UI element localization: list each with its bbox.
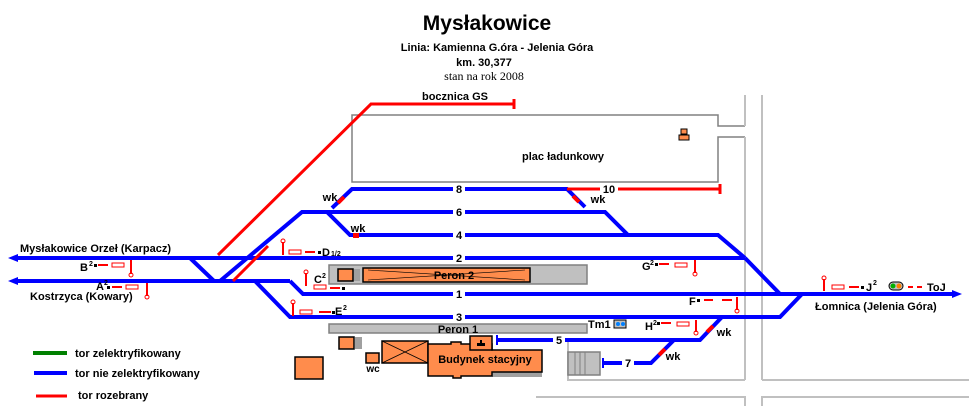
- station-buildings: wc Budynek stacyjny: [294, 335, 601, 380]
- signal-F: F: [689, 296, 740, 314]
- siding-gs-track: [216, 102, 514, 257]
- line-name: Linia: Kamienna G.óra - Jelenia Góra: [401, 42, 594, 54]
- platform-2: Peron 2: [328, 264, 588, 285]
- svg-text:D: D: [322, 247, 330, 259]
- wk-marker: [705, 324, 715, 334]
- svg-text:1/2: 1/2: [331, 251, 341, 258]
- svg-text:2: 2: [650, 260, 654, 267]
- svg-text:2: 2: [89, 261, 93, 268]
- signal-H: H 2: [645, 320, 699, 336]
- state-year: stan na rok 2008: [444, 69, 524, 83]
- wk-marker: [336, 195, 346, 205]
- svg-text:J: J: [866, 282, 872, 294]
- signal-A: A 2: [96, 280, 150, 300]
- svg-text:2: 2: [343, 305, 347, 312]
- legend-label: tor nie zelektryfikowany: [75, 368, 201, 380]
- signal-ToJ: ToJ: [888, 281, 946, 294]
- locomotive-icon: [613, 319, 627, 329]
- signal-B: B 2: [80, 260, 134, 278]
- road-line: [536, 396, 746, 406]
- svg-text:E: E: [335, 306, 342, 318]
- svg-text:2: 2: [653, 320, 657, 327]
- svg-text:C: C: [314, 274, 322, 286]
- track-1: [288, 279, 956, 296]
- svg-text:2: 2: [322, 273, 326, 280]
- svg-text:2: 2: [104, 280, 108, 287]
- road-line: [761, 396, 969, 406]
- station-title: Mysłakowice: [423, 12, 551, 35]
- track-number-6: 6: [456, 207, 462, 219]
- track-number-2: 2: [456, 253, 462, 265]
- track-number-8: 8: [456, 184, 462, 196]
- crossover: [743, 256, 782, 296]
- signal-G: G 2: [642, 260, 698, 277]
- svg-text:2: 2: [873, 280, 877, 287]
- platform-1: Peron 1: [328, 323, 588, 336]
- arrow-left-icon: [8, 254, 18, 262]
- wk-label: wk: [350, 223, 367, 235]
- station-building: [427, 341, 543, 379]
- signal-C: C 2: [303, 269, 345, 290]
- track-7: [603, 338, 676, 365]
- svg-text:F: F: [689, 296, 696, 308]
- removed-crossover: [231, 244, 270, 283]
- track-number-3: 3: [456, 312, 462, 324]
- track-number-1: 1: [456, 289, 462, 301]
- yard-outline-bottom: [351, 128, 745, 183]
- track-4: [325, 210, 747, 260]
- legend: tor zelektryfikowany tor nie zelektryfik…: [33, 348, 201, 402]
- yard-outline-top: [351, 114, 745, 128]
- svg-text:B: B: [80, 262, 88, 274]
- svg-text:ToJ: ToJ: [927, 282, 946, 294]
- signal-J: J 2: [821, 275, 877, 294]
- svg-text:H: H: [645, 321, 653, 333]
- track-number-4: 4: [456, 230, 463, 242]
- svg-text:Peron 1: Peron 1: [438, 324, 478, 336]
- yard-hut-icon: [678, 128, 690, 141]
- svg-text:A: A: [96, 281, 104, 293]
- track-number-10: 10: [603, 184, 615, 196]
- destination-east: Łomnica (Jelenia Góra): [815, 301, 937, 313]
- svg-text:G: G: [642, 261, 651, 273]
- arrow-right-icon: [952, 290, 962, 298]
- wc-label: wc: [365, 364, 380, 375]
- wk-label: wk: [665, 351, 682, 363]
- wk-marker: [571, 194, 581, 204]
- legend-label: tor zelektryfikowany: [75, 348, 182, 360]
- destination-west-upper: Mysłakowice Orzeł (Karpacz): [20, 243, 171, 255]
- kilometer: km. 30,377: [456, 57, 512, 69]
- crossover: [188, 256, 216, 283]
- destination-west-lower: Kostrzyca (Kowary): [30, 291, 133, 303]
- svg-text:Peron 2: Peron 2: [434, 270, 474, 282]
- wk-marker: [657, 347, 667, 357]
- track-number-5: 5: [556, 335, 562, 347]
- wk-label: wk: [716, 327, 733, 339]
- track-3: [253, 279, 804, 319]
- track-number-7: 7: [625, 358, 631, 370]
- yard-label: plac ładunkowy: [522, 151, 605, 163]
- wk-label: wk: [590, 194, 607, 206]
- wk-marker: [353, 233, 359, 238]
- wk-label: wk: [322, 192, 339, 204]
- signal-E: E 2: [290, 299, 347, 318]
- tm1-label: Tm1: [588, 319, 611, 331]
- station-building-label: Budynek stacyjny: [438, 354, 532, 366]
- legend-label: tor rozebrany: [78, 390, 149, 402]
- arrow-left-icon: [8, 277, 18, 285]
- signal-D: D 1/2: [280, 238, 341, 259]
- siding-gs-label: bocznica GS: [422, 91, 488, 103]
